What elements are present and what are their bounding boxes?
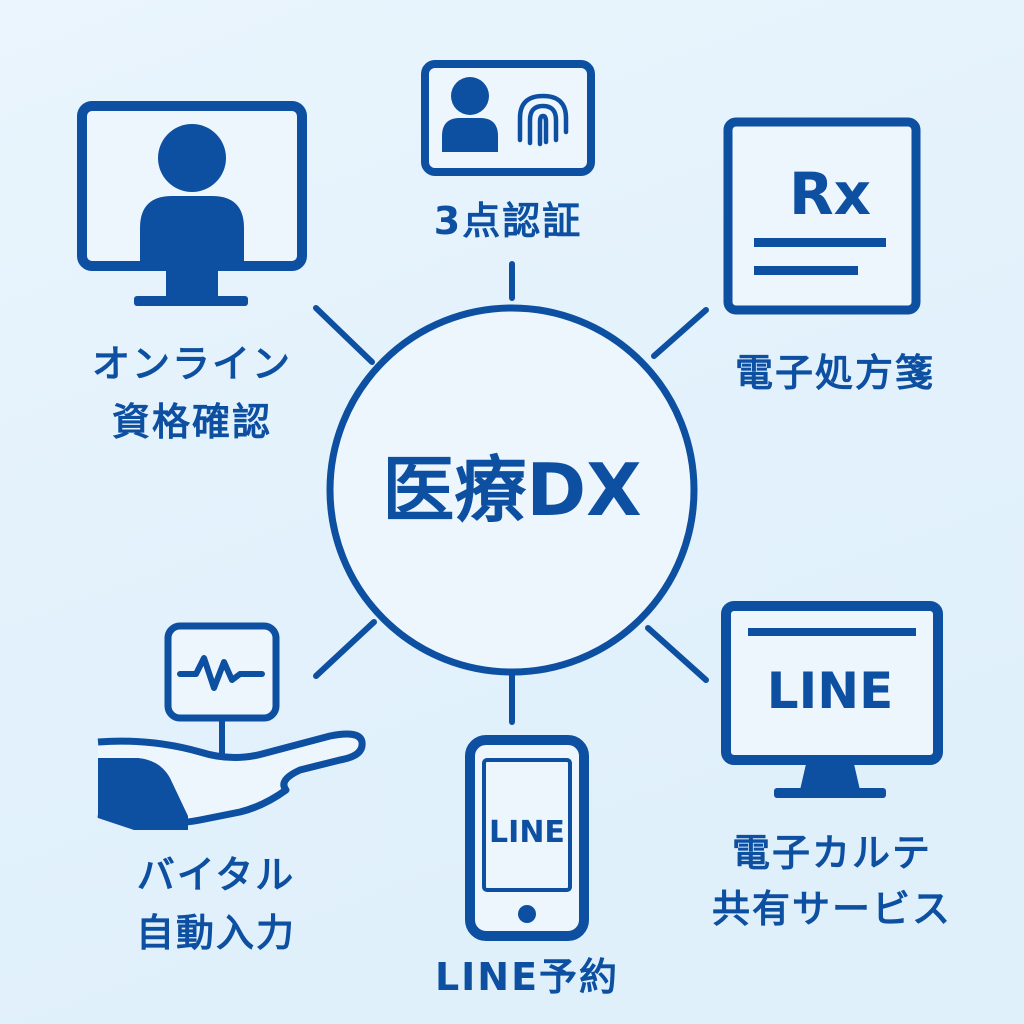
label-line-booking: LINE予約 [434,955,620,999]
label-ehr-line1: 電子カルテ [731,831,932,875]
label-online-line2: 資格確認 [111,400,272,444]
label-online-line1: オンライン [91,342,292,386]
label-rx: 電子処方箋 [734,351,935,395]
prescription-icon: Rx [723,117,921,315]
label-ehr-line2: 共有サービス [711,887,952,931]
spoke-bottom-left [313,619,377,679]
ehr-monitor-text: LINE [767,662,893,720]
smartphone-icon: LINE [465,735,589,941]
monitor-user-icon [77,101,307,306]
connector-spokes [313,261,709,725]
ehr-monitor-icon: LINE [721,601,943,798]
spoke-top-left [313,305,375,365]
center-title: 医療DX [382,448,642,532]
spoke-top-right [651,307,709,359]
hand-vital-monitor-icon [97,622,366,830]
id-card-fingerprint-icon [421,60,595,176]
rx-symbol: Rx [789,160,871,228]
spoke-bottom-right [645,625,709,683]
label-vital-line1: バイタル [136,853,296,897]
label-vital-line2: 自動入力 [135,911,296,955]
phone-text: LINE [489,815,565,850]
center-circle [326,304,698,676]
label-auth: 3点認証 [433,199,583,243]
